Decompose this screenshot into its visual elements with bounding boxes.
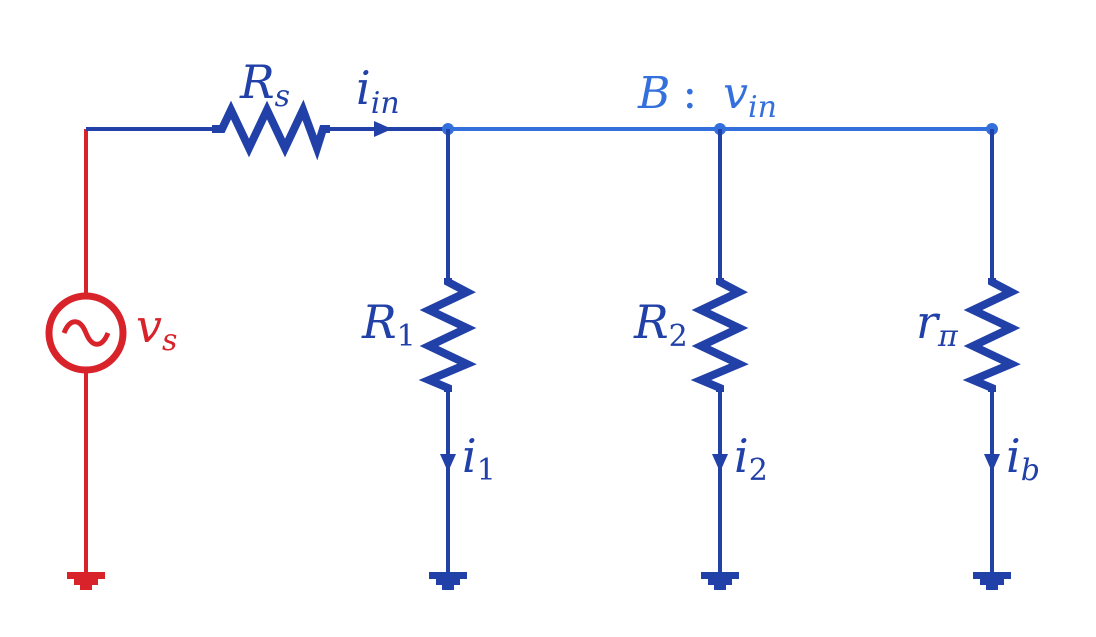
label-node-b: B:vin <box>637 68 777 125</box>
current-arrow-i2-icon <box>712 454 728 472</box>
label-rs: Rs <box>239 55 290 114</box>
current-arrow-i1-icon <box>440 454 456 472</box>
sine-wave-icon <box>61 319 111 347</box>
resistor-rs <box>212 99 330 161</box>
branch-rpi <box>962 129 1021 590</box>
ground-icon-rpi <box>973 572 1011 590</box>
branch-r1 <box>418 129 477 590</box>
resistor-rpi <box>962 278 1021 392</box>
label-vs: vs <box>136 299 177 358</box>
branch-r2 <box>690 129 749 590</box>
source-branch <box>45 129 127 590</box>
label-r2: R2 <box>633 295 688 354</box>
label-i1: i1 <box>462 429 496 488</box>
label-iin: iin <box>356 61 400 121</box>
current-arrow-ib-icon <box>984 454 1000 472</box>
resistor-r1 <box>418 278 477 392</box>
ground-icon-source <box>67 572 105 590</box>
input-path <box>86 99 448 161</box>
resistor-r2 <box>690 278 749 392</box>
label-r1: R1 <box>361 295 416 354</box>
label-ib: ib <box>1006 429 1040 488</box>
ground-icon-r1 <box>429 572 467 590</box>
label-i2: i2 <box>734 429 768 488</box>
label-rpi: rπ <box>916 295 959 354</box>
current-arrow-iin-icon <box>374 121 392 137</box>
ground-icon-r2 <box>701 572 739 590</box>
